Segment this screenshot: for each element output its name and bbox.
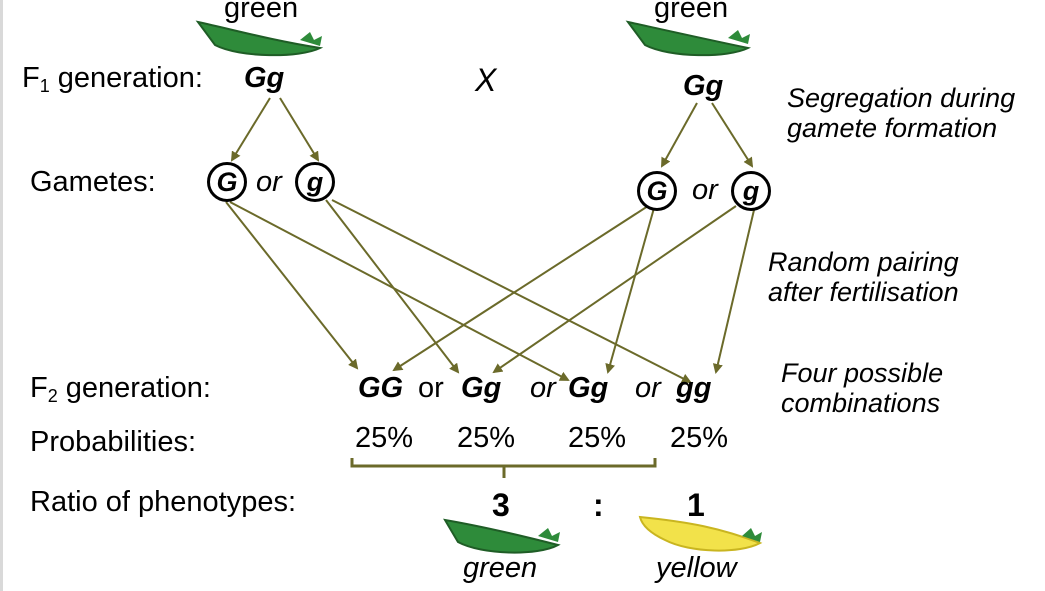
arrow-leftg-to-Gg1 xyxy=(326,200,458,372)
left-parent-genotype: Gg xyxy=(244,64,284,93)
ratio-yellow-count: 1 xyxy=(687,489,705,521)
ratio-label: Ratio of phenotypes: xyxy=(30,488,296,517)
ratio-green-count: 3 xyxy=(492,489,510,521)
arrow-rightG-to-GG xyxy=(394,206,648,370)
right-gamete-G: G xyxy=(637,171,677,211)
right-parent-genotype: Gg xyxy=(683,72,723,101)
left-gamete-or: or xyxy=(256,168,282,197)
f2-combo-GG: GG xyxy=(358,374,403,403)
arrow-leftG-to-GG xyxy=(226,202,357,368)
note-combinations: Four possible combinations xyxy=(781,358,1001,418)
right-gamete-or: or xyxy=(692,176,718,205)
right-parent-phenotype: green xyxy=(654,0,728,23)
ratio-yellow-label: yellow xyxy=(656,554,737,583)
f2-or-1: or xyxy=(418,374,444,403)
arrow-left-parent-to-g xyxy=(280,98,318,160)
f2-or-3: or xyxy=(635,374,661,403)
probability-value: 25% xyxy=(670,424,728,453)
arrow-left-parent-to-G xyxy=(232,98,270,160)
arrow-leftg-to-gg xyxy=(332,200,690,382)
probability-value: 25% xyxy=(568,424,626,453)
pod-right-green-icon xyxy=(628,22,750,55)
arrow-rightg-to-gg xyxy=(716,210,754,372)
f2-combo-gg: gg xyxy=(676,374,711,403)
pod-green-result-icon xyxy=(445,520,560,553)
f1-generation-label: F1 generation: xyxy=(22,64,203,95)
cross-symbol: X xyxy=(475,64,496,96)
gametes-label: Gametes: xyxy=(30,168,156,197)
probabilities-label: Probabilities: xyxy=(30,428,196,457)
right-gamete-g: g xyxy=(731,171,771,211)
f2-or-2: or xyxy=(530,374,556,403)
probability-bracket xyxy=(352,458,655,478)
note-segregation: Segregation during gamete formation xyxy=(787,83,1037,143)
f2-combo-Gg-2: Gg xyxy=(568,374,608,403)
note-random-pairing: Random pairing after fertilisation xyxy=(768,247,1018,307)
ratio-separator: : xyxy=(593,489,604,521)
left-gamete-G: G xyxy=(207,162,247,202)
probability-value: 25% xyxy=(457,424,515,453)
ratio-green-label: green xyxy=(463,554,537,583)
pod-left-green-icon xyxy=(198,22,322,55)
arrow-right-parent-to-G xyxy=(662,103,697,166)
f2-combo-Gg-1: Gg xyxy=(461,374,501,403)
left-gamete-g: g xyxy=(295,162,335,202)
arrow-right-parent-to-g xyxy=(712,103,752,166)
left-parent-phenotype: green xyxy=(224,0,298,23)
probability-value: 25% xyxy=(355,424,413,453)
f2-generation-label: F2 generation: xyxy=(30,374,211,405)
